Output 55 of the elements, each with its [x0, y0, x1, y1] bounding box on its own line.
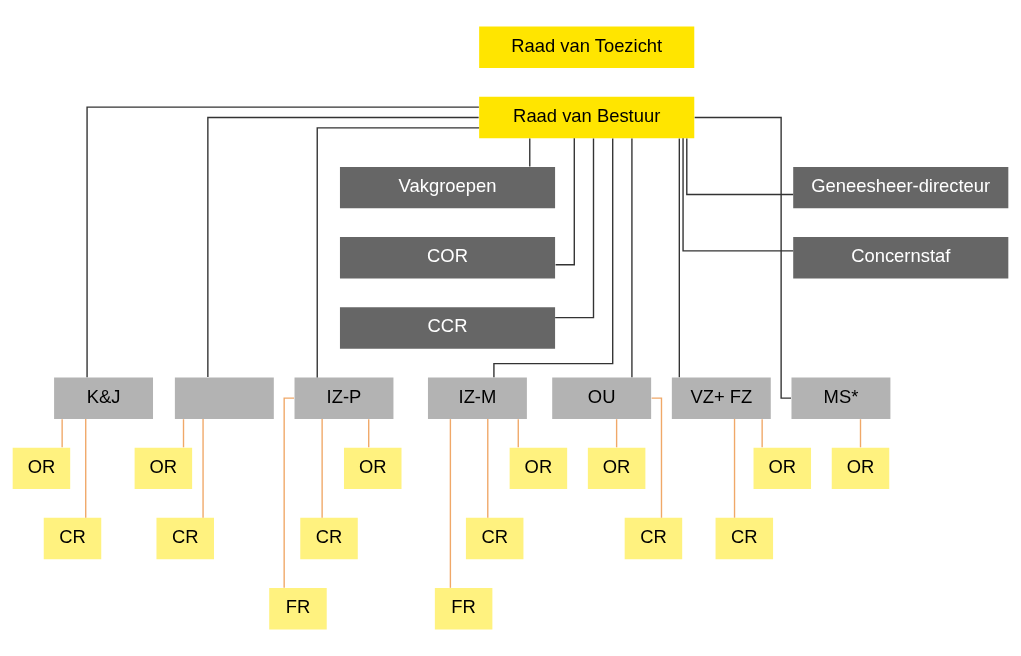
- connector: [487, 418, 489, 519]
- connector: [321, 418, 323, 519]
- connector: [682, 137, 794, 252]
- node-box: Raad van Bestuur: [479, 96, 695, 139]
- connector: [368, 418, 370, 448]
- connector: [61, 418, 63, 448]
- node-box: CR: [300, 517, 358, 560]
- connector: [686, 137, 794, 196]
- node-box: COR: [339, 237, 556, 279]
- node-box: CR: [43, 517, 102, 560]
- connector: [694, 116, 792, 399]
- node-box: IZ-M: [427, 377, 527, 419]
- node-box: FR: [434, 588, 493, 630]
- connector: [529, 137, 531, 168]
- node-box: OR: [831, 447, 890, 490]
- node-box: K&J: [54, 377, 153, 419]
- node-box: Geneesheer-directeur: [793, 166, 1009, 209]
- node-box: OR: [587, 447, 646, 490]
- connector: [631, 137, 633, 378]
- node-box: OU: [552, 377, 652, 419]
- connector: [859, 418, 862, 448]
- node-box: OR: [753, 447, 812, 490]
- connector: [316, 127, 480, 379]
- node-box: CR: [156, 517, 214, 560]
- node-box: CCR: [339, 307, 556, 349]
- node-box: Concernstaf: [793, 237, 1009, 279]
- connector: [650, 397, 663, 519]
- connector: [85, 418, 87, 519]
- node-box: OR: [509, 447, 568, 490]
- node-box: MS*: [791, 377, 891, 419]
- node-box: OR: [344, 447, 402, 490]
- node-box: VZ+ FZ: [671, 377, 771, 419]
- connector: [86, 106, 480, 378]
- node-box: Vakgroepen: [339, 166, 556, 209]
- connector: [554, 137, 595, 319]
- connector: [449, 418, 452, 589]
- connector: [615, 418, 618, 448]
- node-box: OR: [134, 447, 193, 490]
- node-box: CR: [624, 517, 683, 560]
- node-box: [174, 377, 274, 419]
- connector: [283, 397, 295, 589]
- connector: [182, 418, 185, 448]
- connector: [554, 137, 575, 266]
- node-box: CR: [465, 517, 524, 560]
- node-box: Raad van Toezicht: [479, 26, 695, 68]
- node-box: IZ-P: [294, 377, 394, 419]
- connector: [733, 418, 736, 519]
- node-box: CR: [715, 517, 774, 560]
- connector: [761, 418, 763, 448]
- connector: [678, 137, 680, 378]
- node-box: OR: [12, 447, 71, 490]
- connector: [207, 116, 480, 378]
- connector: [202, 418, 204, 519]
- connector: [517, 418, 519, 448]
- node-box: FR: [269, 588, 327, 630]
